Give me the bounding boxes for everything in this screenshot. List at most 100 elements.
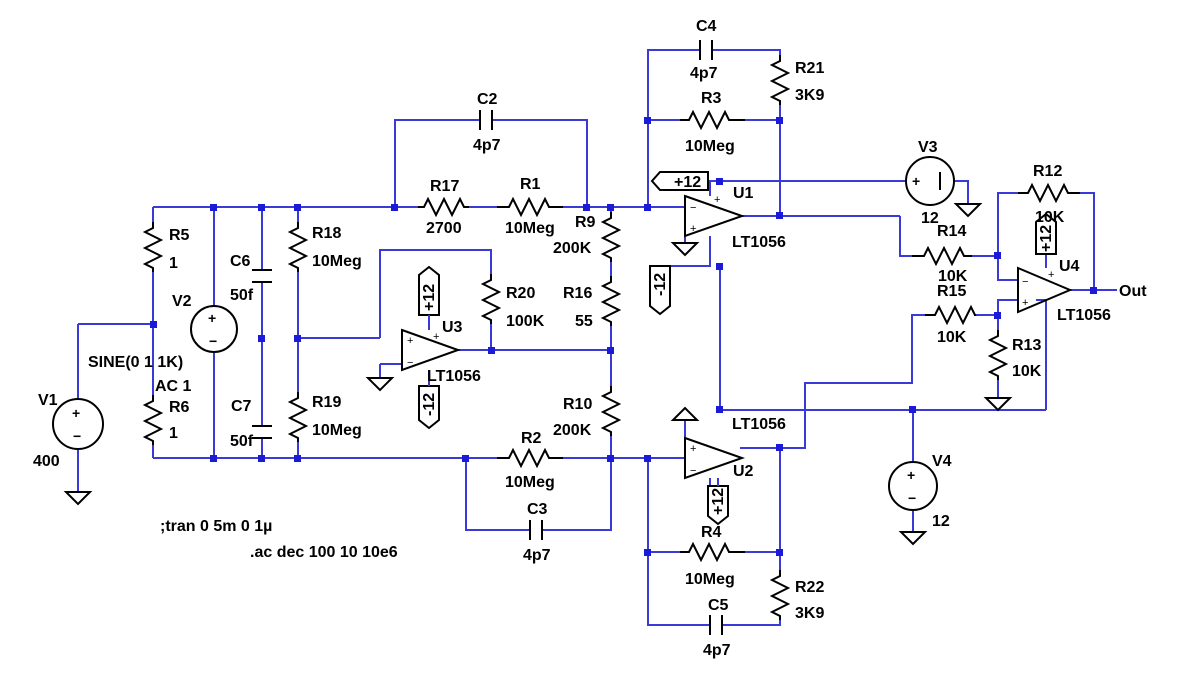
label-r22: R22 — [795, 579, 824, 596]
value-r13: 10K — [1012, 363, 1042, 380]
value-r1: 10Meg — [505, 220, 555, 237]
resistor-r5 — [142, 222, 164, 272]
v1-ac-directive: AC 1 — [155, 378, 192, 395]
value-r19: 10Meg — [312, 422, 362, 439]
value-r18: 10Meg — [312, 253, 362, 270]
label-r20: R20 — [506, 285, 535, 302]
svg-text:+: + — [1048, 269, 1054, 281]
label-c6: C6 — [230, 253, 251, 270]
resistor-r1 — [497, 196, 563, 218]
svg-text:-12: -12 — [421, 393, 438, 416]
label-c3: C3 — [527, 501, 548, 518]
resistor-r10 — [600, 386, 622, 436]
v1-sine-directive: SINE(0 1 1K) — [88, 354, 183, 371]
label-c7: C7 — [231, 398, 252, 415]
value-v4: 12 — [932, 513, 950, 530]
label-r21: R21 — [795, 60, 824, 77]
value-r2: 10Meg — [505, 474, 555, 491]
resistor-r4 — [680, 541, 745, 563]
out-label: Out — [1119, 283, 1147, 300]
resistor-r14 — [912, 245, 972, 267]
label-c2: C2 — [477, 91, 498, 108]
value-c4: 4p7 — [690, 65, 718, 82]
resistor-r17 — [418, 196, 469, 218]
capacitor-c4 — [699, 40, 713, 60]
value-r16: 55 — [575, 313, 593, 330]
label-r14: R14 — [937, 223, 966, 240]
label-v1: V1 — [38, 392, 58, 409]
power-flag-u3-plus12: +12 — [418, 265, 440, 316]
value-r14: 10K — [938, 268, 968, 285]
label-r13: R13 — [1012, 337, 1041, 354]
label-r9: R9 — [575, 214, 596, 231]
voltage-source-v4: + − — [888, 461, 938, 511]
voltage-source-v2: + − — [190, 305, 238, 353]
label-u2: U2 — [733, 463, 754, 480]
label-r12: R12 — [1033, 163, 1062, 180]
svg-text:+: + — [690, 223, 696, 235]
value-c7: 50f — [230, 433, 254, 450]
tran-directive: ;tran 0 5m 0 1µ — [160, 518, 272, 535]
resistor-r15 — [925, 304, 977, 326]
svg-text:+: + — [690, 443, 696, 455]
svg-text:−: − — [690, 465, 696, 477]
ac-directive: .ac dec 100 10 10e6 — [250, 544, 398, 561]
resistor-r21 — [769, 55, 791, 105]
label-r19: R19 — [312, 394, 341, 411]
voltage-source-v1: + − — [52, 398, 104, 450]
label-r1: R1 — [520, 176, 541, 193]
label-u1: U1 — [733, 185, 754, 202]
svg-text:-12: -12 — [652, 273, 669, 296]
label-r15: R15 — [937, 283, 966, 300]
label-c4: C4 — [696, 18, 717, 35]
power-flag-u4-plus12: +12 — [1035, 212, 1057, 255]
value-c6: 50f — [230, 287, 254, 304]
capacitor-c6 — [252, 269, 272, 283]
svg-text:+12: +12 — [710, 488, 727, 515]
model-u2: LT1056 — [732, 416, 786, 433]
svg-text:−: − — [407, 357, 413, 369]
ground-symbols — [63, 203, 1013, 546]
label-v4: V4 — [932, 453, 952, 470]
power-flag-u1-minus12: -12 — [649, 265, 671, 316]
value-r22: 3K9 — [795, 605, 824, 622]
svg-text:+: + — [208, 310, 216, 326]
resistor-r3 — [680, 109, 745, 131]
label-r17: R17 — [430, 178, 459, 195]
capacitor-c5 — [709, 615, 723, 635]
label-v2: V2 — [172, 293, 192, 310]
value-r6: 1 — [169, 425, 178, 442]
model-u4: LT1056 — [1057, 307, 1111, 324]
svg-text:−: − — [1022, 276, 1028, 288]
wires — [77, 49, 1117, 626]
resistor-r12 — [1018, 182, 1080, 204]
voltage-source-v3: + — [905, 156, 955, 206]
label-u4: U4 — [1059, 258, 1080, 275]
label-r18: R18 — [312, 225, 341, 242]
resistor-r6 — [142, 395, 164, 445]
label-r5: R5 — [169, 227, 190, 244]
label-r4: R4 — [701, 524, 722, 541]
label-r2: R2 — [521, 430, 542, 447]
value-c3: 4p7 — [523, 547, 551, 564]
power-flag-u2-plus12: +12 — [707, 485, 729, 526]
label-c5: C5 — [708, 597, 729, 614]
label-r16: R16 — [563, 285, 592, 302]
value-v1: 400 — [33, 453, 60, 470]
value-c2: 4p7 — [473, 137, 501, 154]
value-r21: 3K9 — [795, 87, 824, 104]
resistor-r2 — [497, 447, 563, 469]
model-u3: LT1056 — [427, 368, 481, 385]
label-r3: R3 — [701, 90, 722, 107]
label-r6: R6 — [169, 399, 190, 416]
svg-text:−: − — [73, 428, 81, 444]
power-flag-u3-minus12: -12 — [418, 385, 440, 430]
svg-text:+: + — [433, 331, 439, 343]
power-flag-u1-plus12: +12 — [650, 171, 709, 191]
capacitor-c2 — [479, 110, 493, 130]
svg-text:−: − — [908, 490, 916, 506]
value-r15: 10K — [937, 329, 967, 346]
value-r4: 10Meg — [685, 571, 735, 588]
value-r10: 200K — [553, 422, 592, 439]
capacitor-c7 — [252, 425, 272, 439]
